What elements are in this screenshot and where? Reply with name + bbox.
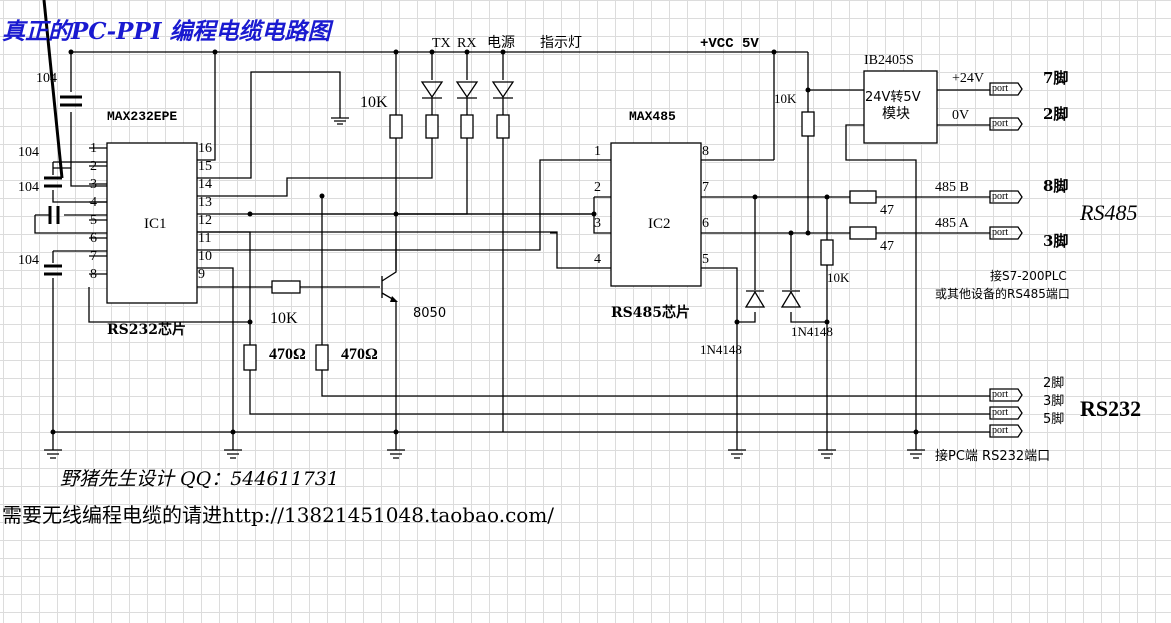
cap-34-value: 104 [18,180,39,195]
rx-label: RX [457,36,477,51]
rs232-title: RS232 [1080,396,1142,421]
rs485-note-1: 接S7-200PLC [990,269,1067,283]
junction-dots [50,49,919,435]
rs485-note-2: 或其他设备的RS485端口 [935,287,1070,301]
ground-symbols [44,115,925,459]
ic2-caption: RS485芯片 [611,305,690,321]
ic2-part: MAX485 [629,109,676,124]
module-out-0v: 0V [952,108,970,123]
ic1-pin-9: 9 [198,267,205,282]
tx-label: TX [432,36,451,51]
ic1-body [106,142,198,304]
rs232-pin3-label: 3脚 [1043,394,1065,409]
r-pulldown-value: 10K [827,270,850,285]
port-connectors [989,82,1023,438]
ic2-pin-1: 1 [594,144,601,159]
ic1-pin-4: 4 [90,195,97,210]
ic1-pin-16: 16 [198,141,212,156]
pin8-label: 8脚 [1043,177,1069,195]
r-base-value: 10K [270,310,298,327]
ic2-pin-8: 8 [702,144,709,159]
ic2-pin-5: 5 [702,252,709,267]
ic1-pin-10: 10 [198,249,212,264]
ic2-pin-3: 3 [594,216,601,231]
power-module-body [863,70,938,144]
indicator-caption: 指示灯 [540,35,582,51]
ic1-pin-1: 1 [90,141,97,156]
port-label: port [992,118,1009,129]
rs232-pin5-label: 5脚 [1043,412,1065,427]
ic1-pin-5: 5 [90,213,97,228]
module-part: IB2405S [864,53,914,68]
rs485-title: RS485 [1080,200,1138,225]
ic1-pin-3: 3 [90,177,97,192]
module-line2: 模块 [882,106,910,122]
port-label: port [992,227,1009,238]
cap-7-value: 104 [18,253,39,268]
r-470a-value: 470Ω [269,346,306,363]
ic2-pin-4: 4 [594,252,601,267]
vcc-rail [71,51,809,160]
ic1-pin-13: 13 [198,195,212,210]
r-b-value: 47 [880,203,894,218]
ic2-body [610,142,702,287]
designer-credit: 野猪先生设计 QQ：544611731 [60,468,339,490]
r-pullup-value: 10K [774,91,797,106]
ic1-pin-6: 6 [90,231,97,246]
r-a-value: 47 [880,239,894,254]
vcc-label: +VCC 5V [700,36,759,52]
ic1-pin-11: 11 [198,231,212,246]
ic1-pin-14: 14 [198,177,212,192]
bus-b-label: 485 B [935,180,969,195]
pin2-label: 2脚 [1043,105,1069,123]
ic2-pin-6: 6 [702,216,709,231]
ic1-pin-2: 2 [90,159,97,174]
pin3-label: 3脚 [1043,232,1069,250]
port-label: port [992,389,1009,400]
ic1-caption: RS232芯片 [107,322,186,338]
rs232-note: 接PC端 RS232端口 [935,449,1051,464]
ic1-pin-8: 8 [90,267,97,282]
port-label: port [992,191,1009,202]
ic1-ref: IC1 [144,216,167,232]
diode-1-part: 1N4148 [700,342,742,357]
r-470b-value: 470Ω [341,346,378,363]
ic2-ref: IC2 [648,216,671,232]
ic1-pin-7: 7 [90,249,97,264]
bus-a-label: 485 A [935,216,969,231]
ic2-pin-7: 7 [702,180,709,195]
promo-link[interactable]: 需要无线编程电缆的请进http://13821451048.taobao.com… [2,503,555,527]
power-led-label: 电源 [487,35,515,51]
r-led-supply-value: 10K [360,94,388,111]
ic1-part: MAX232EPE [107,109,178,124]
ic1-pin-15: 15 [198,159,212,174]
page-title: 真正的PC-PPI 编程电缆电路图 [2,18,331,45]
ic2-pin-2: 2 [594,180,601,195]
diode-2-part: 1N4148 [791,324,833,339]
pin7-label: 7脚 [1043,69,1069,87]
port-label: port [992,407,1009,418]
module-line1: 24V转5V [865,90,921,105]
cap-12-value: 104 [18,145,39,160]
rs232-pin2-label: 2脚 [1043,376,1065,391]
port-label: port [992,425,1009,436]
led-icons [420,81,515,99]
port-label: port [992,83,1009,94]
transistor-part: 8050 [413,306,447,321]
module-out-24v: +24V [952,71,985,86]
cap-top-value: 104 [36,71,57,86]
ic1-pin-12: 12 [198,213,212,228]
